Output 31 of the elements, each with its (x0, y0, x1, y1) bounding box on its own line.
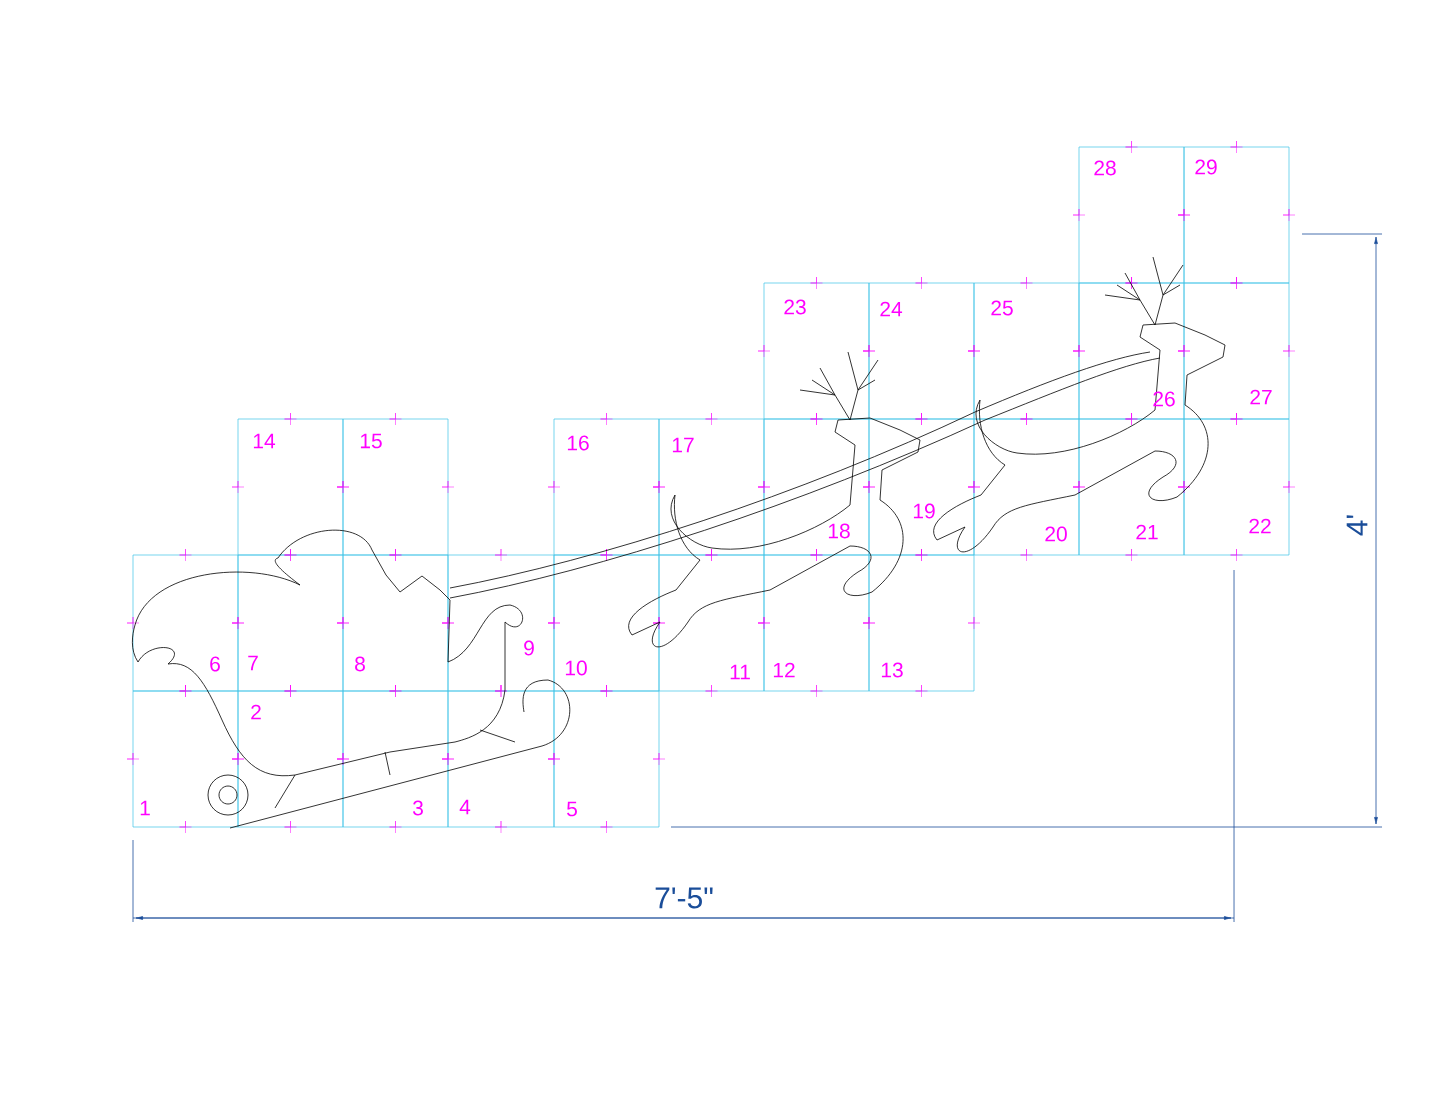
tile-number: 5 (567, 801, 577, 817)
tile-number: 23 (784, 299, 806, 315)
tile-number: 6 (210, 656, 220, 672)
tile-number: 26 (1153, 391, 1175, 407)
tile-number: 3 (412, 800, 423, 816)
tile-number: 7 (248, 655, 258, 671)
tile-number: 8 (355, 656, 365, 672)
tile-number: 18 (828, 523, 850, 539)
tile-number: 16 (567, 435, 589, 451)
tile-number: 19 (913, 503, 935, 519)
tile-number: 14 (253, 433, 276, 449)
tile-number: 1 (140, 800, 150, 816)
tile-number: 9 (524, 640, 534, 656)
tile-number: 29 (1195, 159, 1217, 175)
tile-number: 21 (1136, 524, 1158, 540)
tile-number: 2 (251, 704, 261, 720)
tile-number: 28 (1094, 160, 1116, 176)
dimension-label: 7'-5" (655, 887, 713, 909)
dimension-label: 4' (1346, 515, 1368, 536)
tile-number: 11 (730, 664, 750, 680)
tile-number: 27 (1250, 389, 1272, 405)
tile-number: 20 (1045, 526, 1067, 542)
tile-number: 13 (881, 662, 903, 678)
tile-number: 24 (880, 301, 903, 317)
tile-number: 22 (1249, 518, 1271, 534)
tile-number: 4 (459, 799, 471, 815)
tile-number: 25 (991, 300, 1013, 316)
tile-number: 12 (773, 662, 795, 678)
tile-number: 10 (565, 660, 587, 676)
tile-number: 15 (360, 433, 382, 449)
tile-number: 17 (672, 437, 694, 453)
